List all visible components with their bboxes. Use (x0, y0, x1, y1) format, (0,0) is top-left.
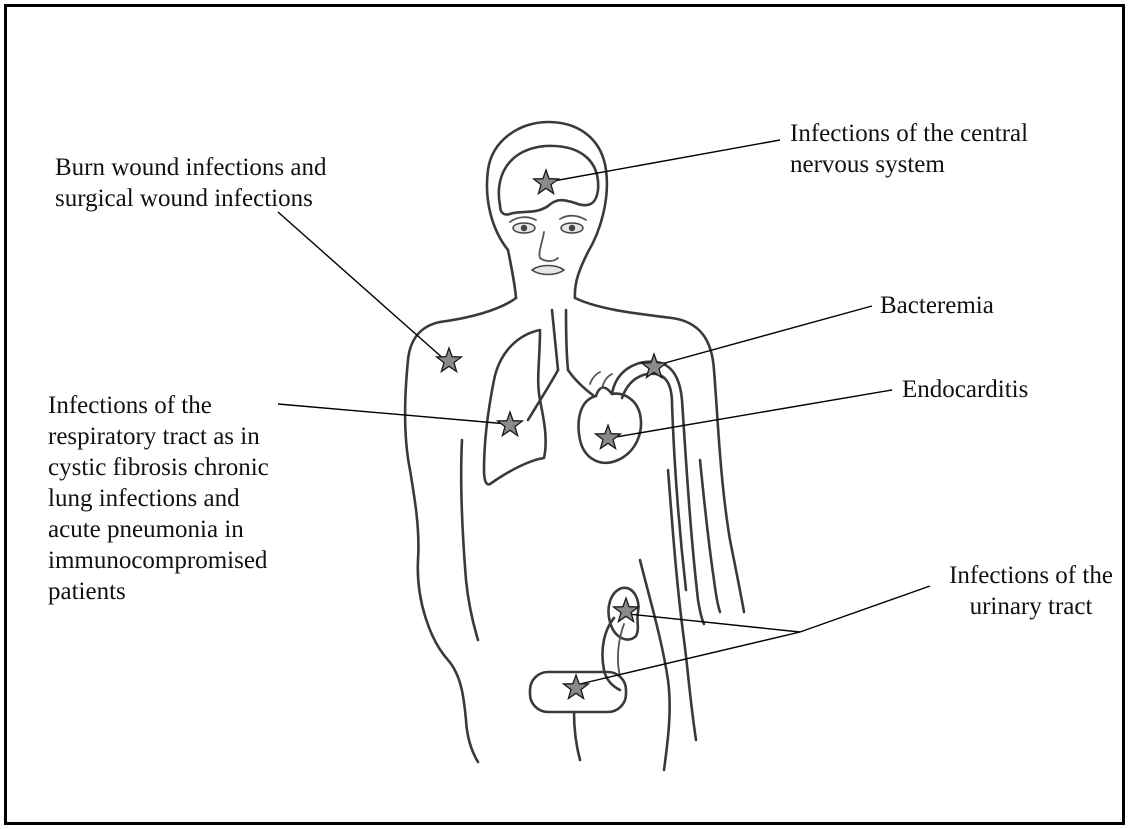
arm-left-inner (461, 440, 478, 640)
label-urinary-infections: Infections of the urinary tract (936, 560, 1126, 622)
ureter-inner (618, 624, 624, 676)
star-cns-marker (534, 170, 559, 194)
star-respiratory-marker (498, 412, 523, 436)
star-bladder-marker (564, 675, 589, 699)
head-outline-left (508, 250, 516, 298)
torso-left (405, 298, 516, 762)
leader-urinary-2 (580, 632, 800, 684)
torso-right (575, 298, 744, 612)
urethra (574, 712, 580, 760)
label-bacteremia: Bacteremia (880, 290, 1100, 321)
leader-urinary-1 (628, 614, 800, 632)
torso-right-lower (640, 560, 670, 770)
leader-cns (548, 140, 780, 182)
star-burn-marker (437, 348, 462, 372)
label-burn-wound-infections: Burn wound infections and surgical wound… (55, 152, 385, 214)
aorta (612, 362, 704, 624)
trachea-left (552, 310, 558, 370)
leader-endocarditis (610, 390, 892, 438)
pupil-right (569, 225, 575, 231)
leader-bacteremia (654, 306, 872, 366)
eyebrow-left (510, 217, 536, 222)
star-endocarditis-marker (596, 425, 621, 449)
heart-outline (579, 388, 641, 463)
label-cns-infections: Infections of the central nervous system (790, 118, 1090, 180)
arm-right-outer (700, 460, 720, 612)
eyebrow-right (560, 216, 586, 220)
star-kidney-marker (614, 598, 639, 622)
label-respiratory-infections: Infections of the respiratory tract as i… (48, 390, 328, 607)
heart-vessels (590, 372, 612, 388)
leader-urinary-3 (800, 586, 930, 632)
pupil-left (521, 225, 527, 231)
nose (539, 232, 558, 261)
label-endocarditis: Endocarditis (902, 374, 1102, 405)
arm-right-inner (668, 470, 696, 740)
trachea-right (566, 310, 568, 370)
leader-burn (278, 212, 445, 360)
mouth (532, 266, 564, 275)
